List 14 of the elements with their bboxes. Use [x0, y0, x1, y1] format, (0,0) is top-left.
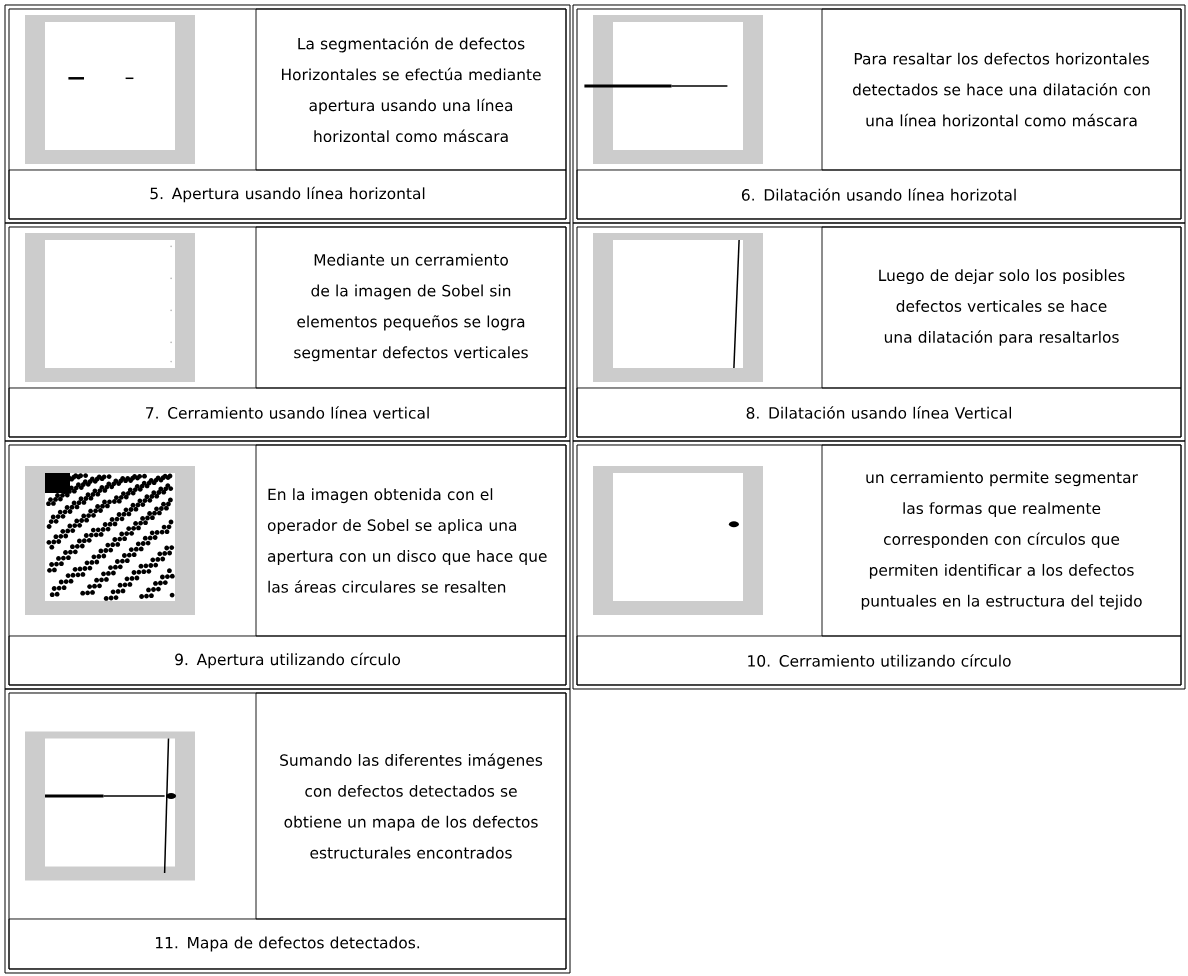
description-text: Mediante un cerramiento de la imagen de Sobel sin elementos pequeños se logra segmentar defectos verticales [255, 226, 567, 389]
description-text: Sumando las diferentes imágenes con defectos detectados se obtiene un mapa de los defectos estructurales encontrados [255, 692, 567, 920]
description-text: La segmentación de defectos Horizontales se efectúa mediante apertura usando una línea horizontal como máscara [255, 8, 567, 171]
caption-text: 8. Dilatación usando línea Vertical [576, 387, 1182, 438]
caption-text: 9. Apertura utilizando círculo [8, 635, 567, 686]
description-text: Luego de dejar solo los posibles defectos verticales se hace una dilatación para resaltarlos [821, 226, 1182, 389]
caption-text: 6. Dilatación usando línea horizotal [576, 169, 1182, 220]
caption-text: 10. Cerramiento utilizando círculo [576, 635, 1182, 686]
caption-text: 5. Apertura usando línea horizontal [8, 169, 567, 220]
description-text: Para resaltar los defectos horizontales detectados se hace una dilatación con una línea horizontal como máscara [821, 8, 1182, 171]
caption-text: 11. Mapa de defectos detectados. [8, 918, 567, 970]
description-text: un cerramiento permite segmentar las formas que realmente corresponden con círculos que permiten identificar a los defectos puntuales en la estructura del tejido [821, 444, 1182, 637]
caption-text: 7. Cerramiento usando línea vertical [8, 387, 567, 438]
description-text: En la imagen obtenida con el operador de Sobel se aplica una apertura con un disco que hace que las áreas circulares se resalten [255, 444, 567, 637]
